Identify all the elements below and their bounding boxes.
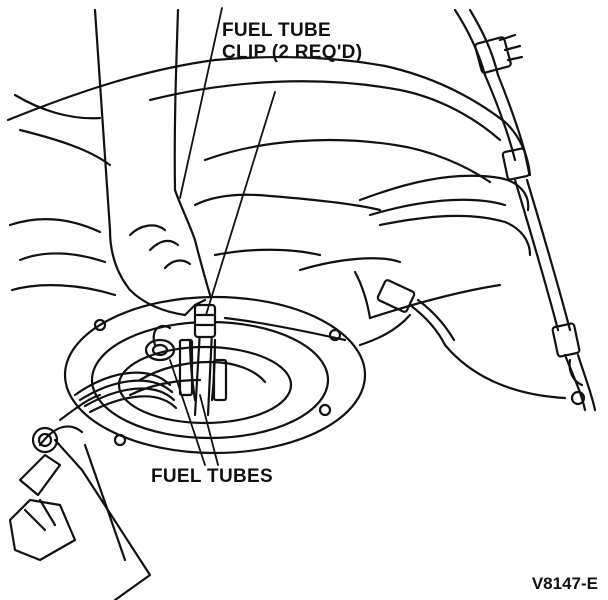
fuel-tube-clip-label-line2: CLIP (2 REQ'D) [222, 42, 363, 63]
fuel-tank-shell [6, 55, 532, 320]
hand [8, 8, 212, 317]
fuel-tubes-label: FUEL TUBES [151, 466, 273, 487]
electrical-connector [8, 425, 152, 600]
fuel-tube-clip [178, 303, 228, 402]
vapor-connector [223, 279, 567, 400]
vent-line [453, 8, 597, 412]
figure-id: V8147-E [531, 574, 598, 593]
fuel-tube-clip-label: FUEL TUBE CLIP (2 REQ'D) [222, 20, 362, 64]
fuel-tube-clip-label-line1: FUEL TUBE [222, 20, 331, 41]
leader-lines [169, 7, 276, 466]
wiring-harness [58, 324, 178, 422]
